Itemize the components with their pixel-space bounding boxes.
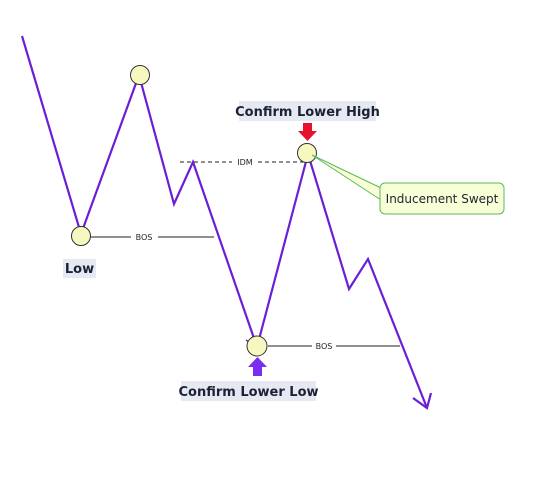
swing-circle-lower-high (297, 143, 317, 163)
purple-up-arrow (248, 357, 267, 376)
confirm-lower-low-label: Confirm Lower Low (178, 385, 318, 400)
low-label-bg (63, 259, 96, 278)
confirm-lower-low-label-bg (181, 381, 316, 401)
price-path (20, 35, 429, 409)
bos-label-1: BOS (136, 233, 153, 242)
swing-circle-low (71, 226, 91, 246)
confirm-lower-high-label: Confirm Lower High (235, 105, 380, 120)
confirm-lower-high-label-bg (239, 101, 376, 121)
idm-label: IDM (237, 158, 253, 167)
swing-circle-high (130, 65, 150, 85)
red-down-arrow (298, 123, 317, 141)
low-label: Low (65, 262, 94, 277)
callout-box (379, 182, 505, 215)
price-path-arrowhead (412, 392, 433, 410)
swing-circle-lower-low (246, 335, 268, 357)
callout-seam (380, 188, 383, 200)
callout-pointer (311, 154, 382, 201)
callout-text: Inducement Swept (386, 192, 499, 206)
bos-label-2: BOS (316, 342, 333, 351)
